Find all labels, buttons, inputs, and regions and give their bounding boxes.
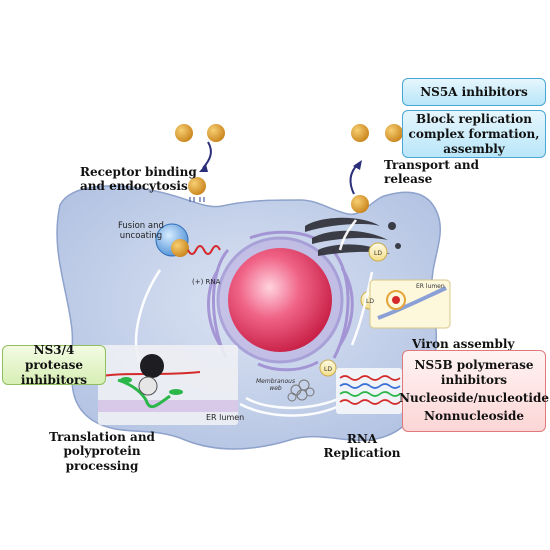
label-viron-assembly: Viron assembly	[412, 337, 515, 351]
ns5a-desc-line-2: complex formation,	[408, 126, 540, 141]
ns34-line-1: NS3/4 protease	[24, 342, 84, 372]
virion-5	[385, 124, 403, 142]
replication-panel	[336, 368, 402, 414]
ns5b-title-line-1: NS5B polymerase	[414, 358, 534, 372]
label-er-lumen-inset: ER lumen	[416, 283, 445, 290]
ns5b-nucleoside: Nucleoside/nucleotide	[399, 391, 549, 405]
release-arrow	[349, 163, 359, 195]
er-folds	[207, 230, 354, 372]
label-plus-rna: (+) RNA	[192, 278, 221, 286]
lipid-droplet-1	[368, 242, 388, 262]
ns34-line-2: inhibitors	[20, 372, 88, 387]
receptors	[189, 197, 205, 202]
nucleus	[228, 248, 332, 352]
virion-3	[188, 177, 206, 195]
virion-2	[207, 124, 225, 142]
label-ld-1: LD	[374, 250, 382, 257]
label-ld-3: LD	[324, 366, 332, 373]
ribosome-large	[140, 354, 164, 378]
virion-1	[175, 124, 193, 142]
lipid-droplet-3	[319, 359, 337, 377]
ribosome-small	[138, 376, 158, 396]
ns5b-nonnucleoside: Nonnucleoside	[424, 409, 524, 423]
box-ns34-protease-inhibitors: NS3/4 protease inhibitors	[2, 342, 106, 387]
virion-uncoating	[171, 239, 189, 257]
membranous-web	[287, 379, 315, 402]
ns5a-desc-line-1: Block replication	[416, 111, 532, 126]
box-ns5a-description: Block replication complex formation, ass…	[402, 110, 546, 158]
virion-6	[351, 195, 369, 213]
box-ns5a-inhibitors: NS5A inhibitors	[402, 78, 546, 106]
virion-4	[351, 124, 369, 142]
polyprotein	[117, 378, 171, 409]
label-ld-2: LD	[366, 298, 374, 305]
label-er-lumen-bottom: ER lumen	[206, 413, 245, 422]
ns5a-title: NS5A inhibitors	[420, 84, 528, 99]
box-ns5b-polymerase-inhibitors: NS5B polymerase inhibitors Nucleoside/nu…	[399, 350, 549, 432]
entry-arrow	[202, 141, 212, 169]
rna-strand	[187, 245, 221, 255]
ns5b-title-line-2: inhibitors	[440, 373, 508, 387]
ns5a-desc-line-3: assembly	[443, 141, 505, 156]
